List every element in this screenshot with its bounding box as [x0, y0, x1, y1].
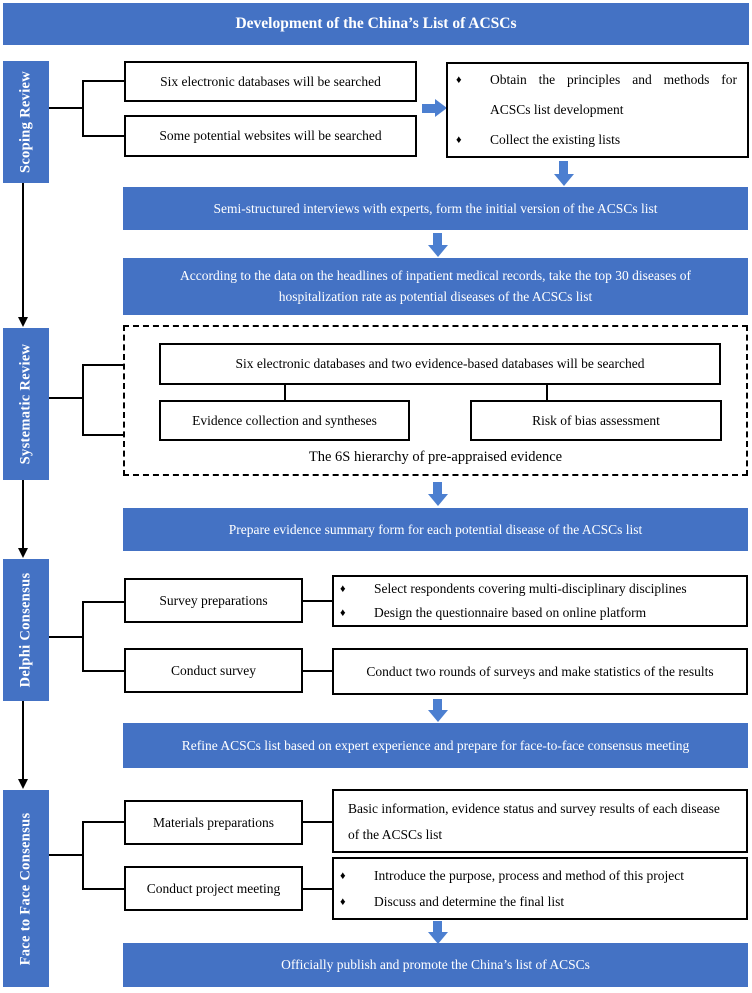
connector-line: [82, 434, 123, 436]
process-bar-publish: Officially publish and promote the China…: [123, 943, 748, 987]
stage-label-text: Scoping Review: [17, 70, 34, 174]
connector-line: [546, 385, 548, 400]
connector-line: [82, 601, 124, 603]
right-arrow-icon: [422, 104, 435, 113]
connector-line: [49, 854, 82, 856]
bullet-text: Select respondents covering multi-discip…: [374, 581, 687, 596]
connector-line: [82, 364, 84, 436]
stage-label-text: Face to Face Consensus: [17, 812, 34, 965]
connector-line: [49, 397, 82, 399]
bullet-text: Collect the existing lists: [490, 132, 621, 147]
connector-line: [49, 636, 82, 638]
stage-label-scoping-review: Scoping Review: [3, 61, 49, 183]
stage-label-text: Delphi Consensus: [17, 572, 34, 688]
stage-label-systematic-review: Systematic Review: [3, 328, 49, 480]
stage-arrow-head-icon: [18, 779, 28, 789]
scoping-databases-box: Six electronic databases will be searche…: [124, 61, 417, 102]
down-arrow-icon: [433, 233, 442, 245]
down-arrow-icon: [428, 245, 448, 257]
connector-line: [49, 107, 82, 109]
process-bar-evidence-summary: Prepare evidence summary form for each p…: [123, 508, 748, 551]
connector-line: [82, 670, 124, 672]
connector-line: [303, 600, 332, 602]
down-arrow-icon: [433, 482, 442, 494]
connector-line: [303, 670, 332, 672]
connector-line: [82, 364, 123, 366]
stage-arrow-head-icon: [18, 548, 28, 558]
bullet-diamond-icon: ♦: [340, 895, 346, 908]
stage-arrow-line: [22, 480, 24, 549]
down-arrow-icon: [559, 161, 568, 174]
connector-line: [82, 601, 84, 672]
connector-line: [82, 80, 124, 82]
stage-arrow-head-icon: [18, 317, 28, 327]
connector-line: [82, 80, 84, 137]
delphi-survey-rounds-box: Conduct two rounds of surveys and make s…: [332, 648, 748, 695]
bullet-text: Discuss and determine the final list: [374, 893, 565, 909]
down-arrow-icon: [428, 932, 448, 944]
survey-preparations-box: Survey preparations: [124, 578, 303, 623]
connector-line: [284, 385, 286, 400]
connector-line: [82, 135, 124, 137]
scoping-outcomes-box: ♦ Obtain the principles and methods for …: [446, 62, 749, 158]
materials-preparations-box: Materials preparations: [124, 800, 303, 845]
bullet-diamond-icon: ♦: [340, 607, 346, 619]
bullet-text: Obtain the principles and methods for AC…: [490, 72, 737, 117]
stage-label-delphi-consensus: Delphi Consensus: [3, 559, 49, 701]
connector-line: [303, 888, 332, 890]
stage-arrow-line: [22, 701, 24, 780]
risk-of-bias-box: Risk of bias assessment: [470, 400, 722, 441]
stage-label-text: Systematic Review: [17, 343, 34, 465]
process-bar-interviews: Semi-structured interviews with experts,…: [123, 187, 748, 230]
bullet-text: Design the questionnaire based on online…: [374, 605, 647, 620]
delphi-preparation-details-box: ♦ Select respondents covering multi-disc…: [332, 575, 748, 627]
connector-line: [82, 821, 84, 890]
down-arrow-icon: [433, 921, 442, 932]
meeting-details-box: ♦ Introduce the purpose, process and met…: [332, 857, 748, 920]
down-arrow-icon: [428, 494, 448, 506]
bullet-text: Introduce the purpose, process and metho…: [374, 867, 685, 883]
connector-line: [303, 821, 332, 823]
stage-arrow-line: [22, 183, 24, 318]
page-title: Development of the China’s List of ACSCs: [3, 3, 749, 45]
connector-line: [82, 888, 124, 890]
down-arrow-icon: [433, 699, 442, 710]
bullet-diamond-icon: ♦: [456, 134, 462, 146]
six-s-hierarchy-caption: The 6S hierarchy of pre-appraised eviden…: [308, 449, 563, 465]
bullet-diamond-icon: ♦: [340, 869, 346, 882]
connector-line: [82, 821, 124, 823]
bullet-diamond-icon: ♦: [456, 74, 462, 86]
materials-details-box: Basic information, evidence status and s…: [332, 789, 748, 853]
process-bar-top30-diseases: According to the data on the headlines o…: [123, 258, 748, 315]
process-bar-refine-list: Refine ACSCs list based on expert experi…: [123, 723, 748, 768]
conduct-project-meeting-box: Conduct project meeting: [124, 866, 303, 911]
stage-label-face-to-face-consensus: Face to Face Consensus: [3, 790, 49, 987]
bullet-diamond-icon: ♦: [340, 583, 346, 595]
scoping-websites-box: Some potential websites will be searched: [124, 115, 417, 157]
systematic-search-box: Six electronic databases and two evidenc…: [159, 343, 721, 385]
down-arrow-icon: [428, 710, 448, 722]
conduct-survey-box: Conduct survey: [124, 648, 303, 693]
right-arrow-icon: [435, 99, 447, 117]
evidence-collection-box: Evidence collection and syntheses: [159, 400, 410, 441]
down-arrow-icon: [554, 174, 574, 186]
